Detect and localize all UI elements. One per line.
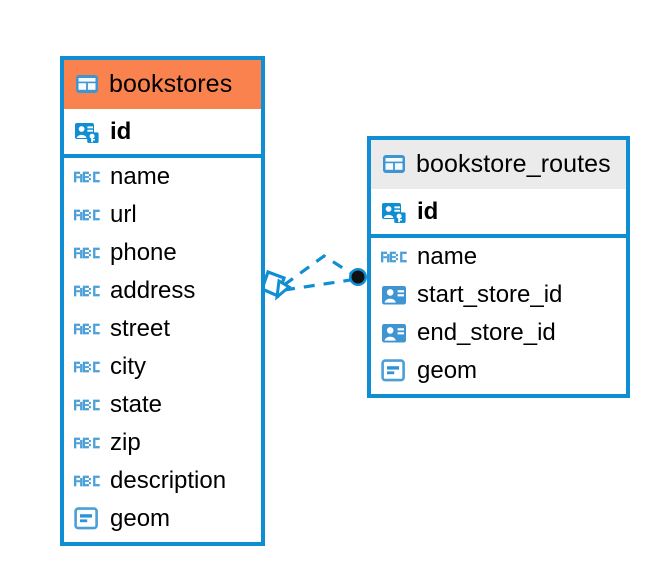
entity-title-bookstores: bookstores xyxy=(109,69,233,98)
field-name-name: name xyxy=(417,243,478,270)
abc-text-icon xyxy=(74,468,100,494)
abc-text-icon xyxy=(74,392,100,418)
field-list-bookstore-routes: id xyxy=(371,189,626,390)
field-name-url: url xyxy=(110,201,137,228)
filled-circle-marker xyxy=(349,268,367,286)
geometry-icon xyxy=(381,358,407,384)
field-row-name[interactable]: name xyxy=(64,158,261,196)
field-row-start-store-id[interactable]: start_store_id xyxy=(371,276,626,314)
table-icon xyxy=(74,71,100,97)
primary-key-icon xyxy=(381,199,407,225)
primary-key-divider xyxy=(64,154,261,158)
field-name-state: state xyxy=(110,391,163,418)
field-name-city: city xyxy=(110,353,146,380)
entity-header-bookstores[interactable]: bookstores xyxy=(64,60,261,109)
field-row-zip[interactable]: zip xyxy=(64,424,261,462)
abc-text-icon xyxy=(74,354,100,380)
field-row-id[interactable]: id xyxy=(64,109,261,154)
field-name-name: name xyxy=(110,163,171,190)
field-row-phone[interactable]: phone xyxy=(64,234,261,272)
geometry-icon xyxy=(74,506,100,532)
primary-key-divider xyxy=(371,234,626,238)
field-list-bookstores: id xyxy=(64,109,261,538)
field-name-phone: phone xyxy=(110,239,177,266)
abc-text-icon xyxy=(74,164,100,190)
field-row-street[interactable]: street xyxy=(64,310,261,348)
field-name-zip: zip xyxy=(110,429,141,456)
field-row-name[interactable]: name xyxy=(371,238,626,276)
entity-table-bookstore-routes[interactable]: bookstore_routes xyxy=(367,136,630,398)
field-name-start-store-id: start_store_id xyxy=(417,281,563,308)
abc-text-icon xyxy=(74,202,100,228)
field-name-geom: geom xyxy=(417,357,478,384)
field-name-id: id xyxy=(417,197,439,225)
field-row-id[interactable]: id xyxy=(371,189,626,234)
field-row-geom[interactable]: geom xyxy=(371,352,626,390)
field-name-end-store-id: end_store_id xyxy=(417,319,556,346)
abc-text-icon xyxy=(74,430,100,456)
entity-title-bookstore-routes: bookstore_routes xyxy=(416,149,611,178)
abc-text-icon xyxy=(74,240,100,266)
field-name-geom: geom xyxy=(110,505,171,532)
field-name-address: address xyxy=(110,277,196,304)
abc-text-icon xyxy=(381,244,407,270)
diamond-marker xyxy=(259,269,292,301)
field-row-end-store-id[interactable]: end_store_id xyxy=(371,314,626,352)
field-row-address[interactable]: address xyxy=(64,272,261,310)
field-row-state[interactable]: state xyxy=(64,386,261,424)
field-name-description: description xyxy=(110,467,227,494)
foreign-key-icon xyxy=(381,320,407,346)
abc-text-icon xyxy=(74,316,100,342)
primary-key-icon xyxy=(74,119,100,145)
table-icon xyxy=(381,151,407,177)
field-name-id: id xyxy=(110,117,132,145)
relationship-line-lower xyxy=(283,277,358,292)
field-row-city[interactable]: city xyxy=(64,348,261,386)
relationship-line-upper xyxy=(283,254,358,287)
field-row-geom[interactable]: geom xyxy=(64,500,261,538)
field-row-url[interactable]: url xyxy=(64,196,261,234)
field-row-description[interactable]: description xyxy=(64,462,261,500)
entity-table-bookstores[interactable]: bookstores id xyxy=(60,56,265,546)
field-name-street: street xyxy=(110,315,171,342)
abc-text-icon xyxy=(74,278,100,304)
entity-header-bookstore-routes[interactable]: bookstore_routes xyxy=(371,140,626,189)
foreign-key-icon xyxy=(381,282,407,308)
